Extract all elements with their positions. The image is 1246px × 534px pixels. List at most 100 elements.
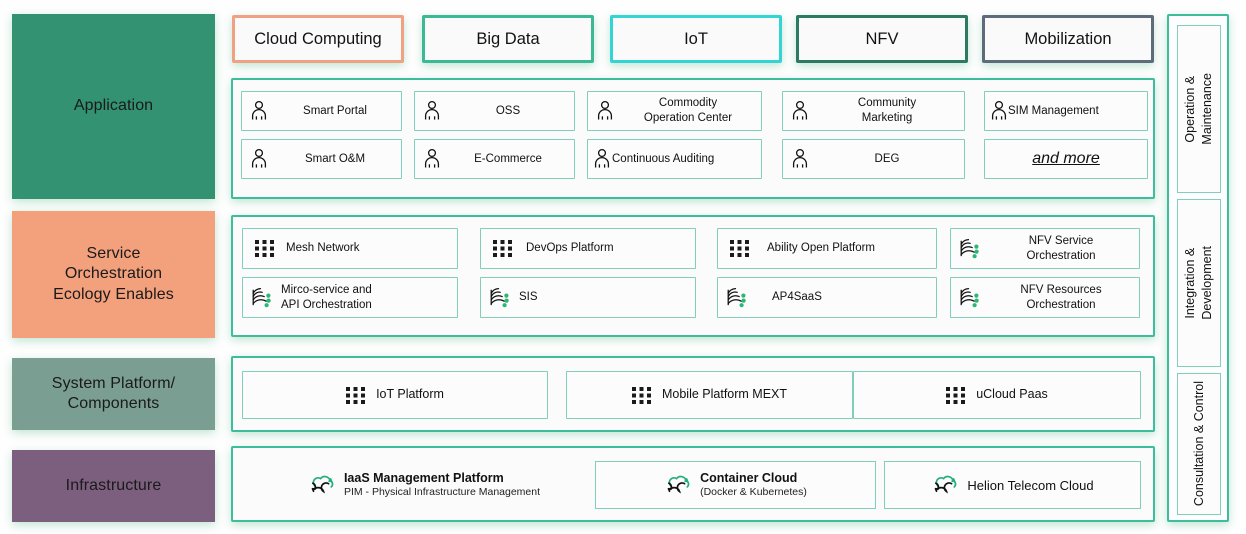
rail-item-integration-development[interactable]: Integration & Development [1177, 199, 1221, 367]
app-item-oss[interactable]: OSS [414, 91, 575, 131]
item-label: Continuous Auditing [612, 152, 715, 165]
dot-grid-icon [946, 386, 966, 404]
svc-item-sis[interactable]: SIS [480, 277, 696, 318]
orchestration-icon [727, 287, 746, 308]
pill-label: Mobilization [1024, 29, 1112, 48]
pill-big-data[interactable]: Big Data [422, 15, 594, 63]
layer-label-text: System Platform/ Components [51, 374, 176, 412]
svc-item-micro-service-api-orchestration[interactable]: Mirco-service and API Orchestration [242, 277, 458, 318]
item-label: SIM Management [1008, 104, 1099, 117]
item-title: IaaS Management Platform [343, 471, 504, 486]
item-subtitle: PIM - Physical Infrastructure Management [343, 486, 541, 499]
platform-item-ucloud-paas[interactable]: uCloud Paas [853, 371, 1141, 419]
pill-cloud-computing[interactable]: Cloud Computing [232, 15, 404, 63]
orchestration-icon [252, 287, 271, 308]
pill-nfv[interactable]: NFV [796, 15, 968, 63]
svc-item-ap4saas[interactable]: AP4SaaS [717, 277, 937, 318]
and-more-label: and more [1032, 150, 1100, 167]
item-label: DEG [874, 152, 900, 165]
application-items-container: Smart Portal OSS Commodity Operation Cen… [231, 78, 1155, 199]
app-item-and-more[interactable]: and more [984, 139, 1148, 179]
person-icon [792, 100, 808, 120]
rail-item-operation-maintenance[interactable]: Operation & Maintenance [1177, 25, 1221, 193]
item-title: Container Cloud [700, 471, 798, 486]
dot-grid-icon [730, 240, 749, 257]
item-label: Mirco-service and API Orchestration [281, 283, 372, 311]
item-label: Smart O&M [304, 152, 366, 165]
item-label: Mobile Platform MEXT [661, 387, 788, 402]
app-item-e-commerce[interactable]: E-Commerce [414, 139, 575, 179]
person-icon [424, 148, 440, 168]
platform-item-iot-platform[interactable]: IoT Platform [242, 371, 548, 419]
orchestration-icon [960, 238, 979, 259]
orchestration-icon [490, 287, 509, 308]
item-label: SIS [519, 291, 538, 304]
item-label: Mesh Network [286, 242, 360, 255]
item-label: Community Marketing [857, 97, 917, 124]
cloud-sync-icon [667, 475, 690, 494]
infrastructure-items-container: IaaS Management Platform PIM - Physical … [231, 446, 1155, 522]
rail-label: Operation & Maintenance [1183, 73, 1214, 145]
svc-item-ability-open-platform[interactable]: Ability Open Platform [717, 228, 937, 269]
rail-item-consultation-control[interactable]: Consultation & Control [1177, 373, 1221, 515]
item-label: Ability Open Platform [767, 242, 876, 255]
item-label: NFV Service Orchestration [1026, 234, 1096, 262]
layer-label-infrastructure: Infrastructure [12, 450, 215, 522]
cloud-sync-icon [935, 475, 957, 494]
svc-item-nfv-service-orchestration[interactable]: NFV Service Orchestration [950, 228, 1140, 269]
layer-label-application: Application [12, 14, 215, 199]
system-platform-items-container: IoT Platform Mobile Platform MEXT uC [231, 356, 1155, 432]
person-icon [424, 100, 440, 120]
platform-item-mobile-platform-mext[interactable]: Mobile Platform MEXT [566, 371, 853, 419]
pill-mobilization[interactable]: Mobilization [982, 15, 1154, 63]
person-icon [594, 148, 610, 168]
svc-item-nfv-resources-orchestration[interactable]: NFV Resources Orchestration [950, 277, 1140, 318]
dot-grid-icon [631, 386, 651, 404]
item-label: OSS [495, 104, 521, 117]
person-icon [251, 148, 267, 168]
dot-grid-icon [346, 386, 366, 404]
infra-item-iaas-management-platform[interactable]: IaaS Management Platform PIM - Physical … [253, 461, 595, 509]
dot-grid-icon [255, 240, 274, 257]
app-item-commodity-operation-center[interactable]: Commodity Operation Center [587, 91, 762, 131]
pill-iot[interactable]: IoT [610, 15, 782, 63]
infra-item-container-cloud[interactable]: Container Cloud (Docker & Kubernetes) [595, 461, 876, 509]
person-icon [251, 100, 267, 120]
item-label: AP4SaaS [772, 291, 822, 304]
layer-label-system-platform: System Platform/ Components [12, 358, 215, 430]
app-item-continuous-auditing[interactable]: Continuous Auditing [587, 139, 762, 179]
item-label: Smart Portal [303, 104, 367, 117]
layer-label-text: Service Orchestration Ecology Enables [53, 244, 174, 303]
pill-label: IoT [684, 29, 708, 48]
person-icon [597, 100, 613, 120]
infra-item-helion-telecom-cloud[interactable]: Helion Telecom Cloud [884, 461, 1141, 509]
item-subtitle: (Docker & Kubernetes) [700, 486, 807, 499]
cloud-sync-icon [311, 475, 334, 494]
item-title: Helion Telecom Cloud [967, 477, 1094, 493]
app-item-smart-om[interactable]: Smart O&M [241, 139, 402, 179]
app-item-sim-management[interactable]: SIM Management [984, 91, 1148, 131]
svc-item-devops-platform[interactable]: DevOps Platform [480, 228, 696, 269]
app-item-smart-portal[interactable]: Smart Portal [241, 91, 402, 131]
rail-label: Consultation & Control [1191, 381, 1206, 507]
pill-label: Big Data [476, 29, 540, 48]
svc-item-mesh-network[interactable]: Mesh Network [242, 228, 458, 269]
item-label: IoT Platform [376, 387, 444, 402]
dot-grid-icon [493, 240, 512, 257]
item-label: E-Commerce [474, 152, 542, 165]
layer-label-text: Application [73, 97, 154, 115]
app-item-community-marketing[interactable]: Community Marketing [782, 91, 965, 131]
person-icon [991, 100, 1007, 120]
item-label: NFV Resources Orchestration [1020, 283, 1102, 311]
app-item-deg[interactable]: DEG [782, 139, 965, 179]
pill-label: NFV [865, 29, 899, 48]
rail-label: Integration & Development [1183, 246, 1214, 320]
person-icon [792, 148, 808, 168]
layer-label-text: Infrastructure [65, 476, 162, 494]
orchestration-icon [960, 287, 979, 308]
layer-label-service-orchestration: Service Orchestration Ecology Enables [12, 211, 215, 338]
service-orchestration-items-container: Mesh Network DevOps Platform Ability [231, 215, 1155, 337]
item-label: uCloud Paas [976, 387, 1048, 402]
item-label: Commodity Operation Center [643, 97, 733, 124]
